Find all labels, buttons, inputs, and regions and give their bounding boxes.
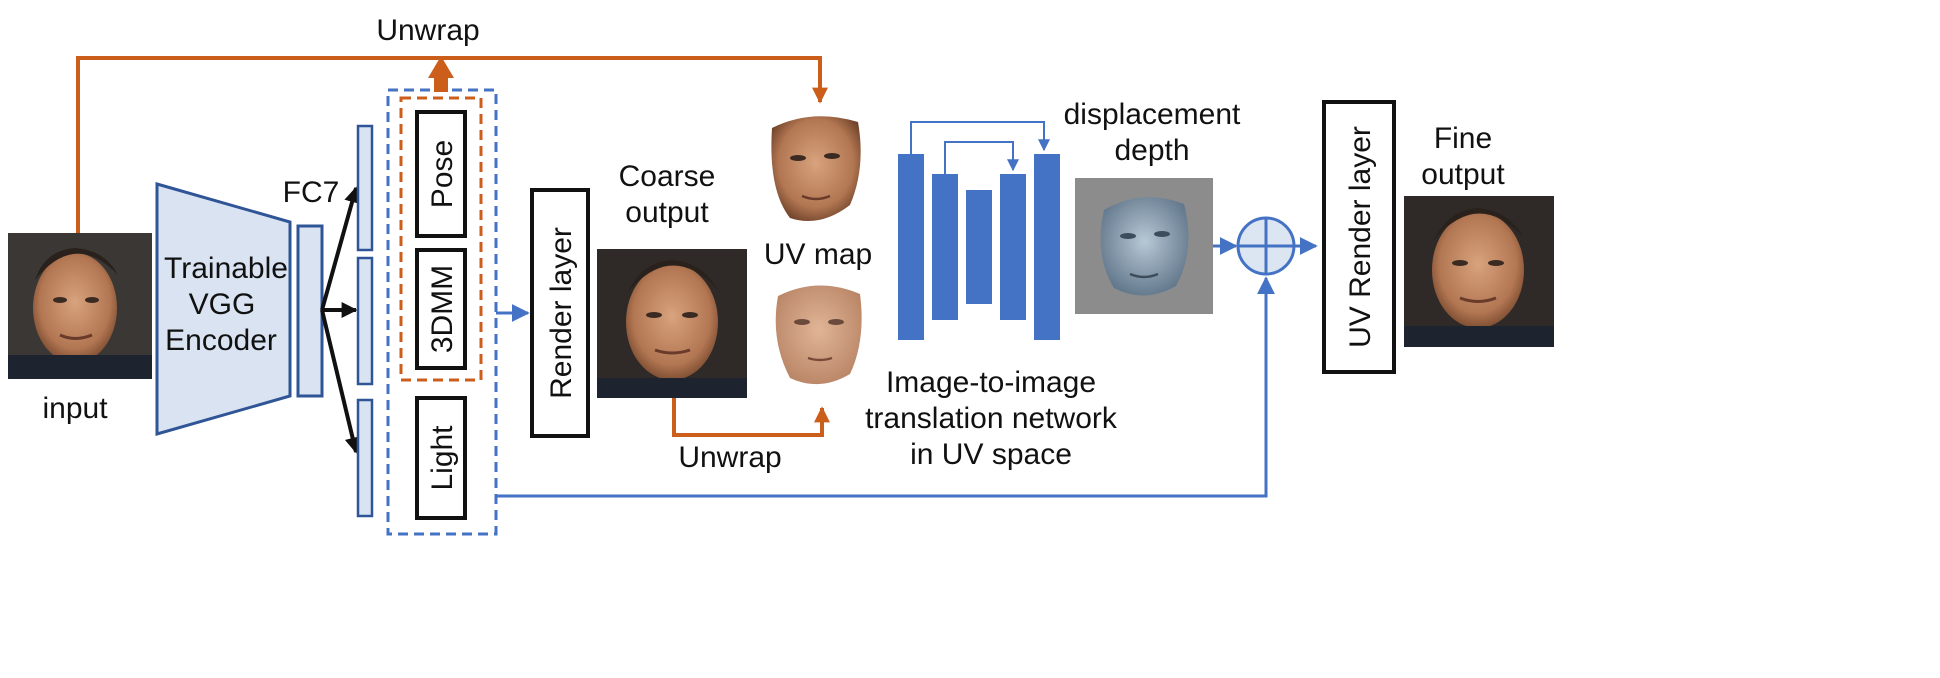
render-layer-label: Render layer xyxy=(545,227,578,399)
coarse-output-photo xyxy=(597,249,747,398)
uv-render-layer-label: UV Render layer xyxy=(1344,126,1377,348)
skip-connection-inner xyxy=(944,141,1019,174)
translation-network-label-line-2: translation network xyxy=(865,402,1118,435)
unet-block-3 xyxy=(966,190,992,304)
split-arrow-light xyxy=(320,309,361,454)
displacement-depth-label-line-1: displacement xyxy=(1064,98,1241,131)
up-arrow-head xyxy=(428,56,454,78)
encoder-label-line-3: Encoder xyxy=(165,324,277,357)
3dmm-box xyxy=(415,248,467,370)
render-layer-box xyxy=(530,188,590,438)
uv-map-bottom xyxy=(775,285,862,385)
light-feature-bar xyxy=(356,398,374,518)
up-arrow-stem xyxy=(434,78,448,92)
unwrap-top-arrow xyxy=(76,56,828,233)
input-photo xyxy=(8,233,152,379)
fc7-label: FC7 xyxy=(283,176,340,209)
translation-network-label-line-3: in UV space xyxy=(910,438,1072,471)
pose-box xyxy=(415,110,467,238)
translation-network-label-line-1: Image-to-image xyxy=(886,366,1096,399)
unet-block-4 xyxy=(1000,174,1026,320)
displacement-depth-label-line-2: depth xyxy=(1114,134,1189,167)
vgg-encoder xyxy=(155,182,292,436)
pose-label: Pose xyxy=(426,140,459,208)
uv-map-label: UV map xyxy=(764,238,872,271)
fine-output-label-line-1: Fine xyxy=(1434,122,1492,155)
unet-block-2 xyxy=(932,174,958,320)
unwrap-bottom-arrow xyxy=(672,398,830,437)
displacement-depth-map xyxy=(1075,178,1213,314)
fc7-layer xyxy=(296,224,324,398)
input-label: input xyxy=(42,392,108,425)
coarse-output-label-line-2: output xyxy=(625,196,709,229)
3dmm-label: 3DMM xyxy=(426,265,459,353)
coarse-output-label-line-1: Coarse xyxy=(619,160,716,193)
light-bypass-arrow xyxy=(496,276,1275,498)
uv-render-layer-box xyxy=(1322,100,1396,374)
fine-output-label-line-2: output xyxy=(1421,158,1505,191)
light-box xyxy=(415,396,467,520)
unet-block-5 xyxy=(1034,154,1060,340)
unwrap-bottom-label: Unwrap xyxy=(678,441,781,474)
translation-network xyxy=(898,121,1060,340)
3dmm-feature-bar xyxy=(356,256,374,386)
skip-connection-outer xyxy=(910,121,1050,154)
unwrap-top-label: Unwrap xyxy=(376,14,479,47)
pose-feature-bar xyxy=(356,124,374,252)
circle-plus-icon xyxy=(1236,216,1296,276)
uv-map-top xyxy=(771,116,861,222)
geometry-group xyxy=(399,96,483,382)
fine-output-photo xyxy=(1404,196,1554,347)
encoder-label-line-1: Trainable xyxy=(164,252,288,285)
split-arrow-pose xyxy=(320,186,360,311)
unet-block-1 xyxy=(898,154,924,340)
light-label: Light xyxy=(426,425,459,491)
encoder-label-line-2: VGG xyxy=(189,288,256,321)
